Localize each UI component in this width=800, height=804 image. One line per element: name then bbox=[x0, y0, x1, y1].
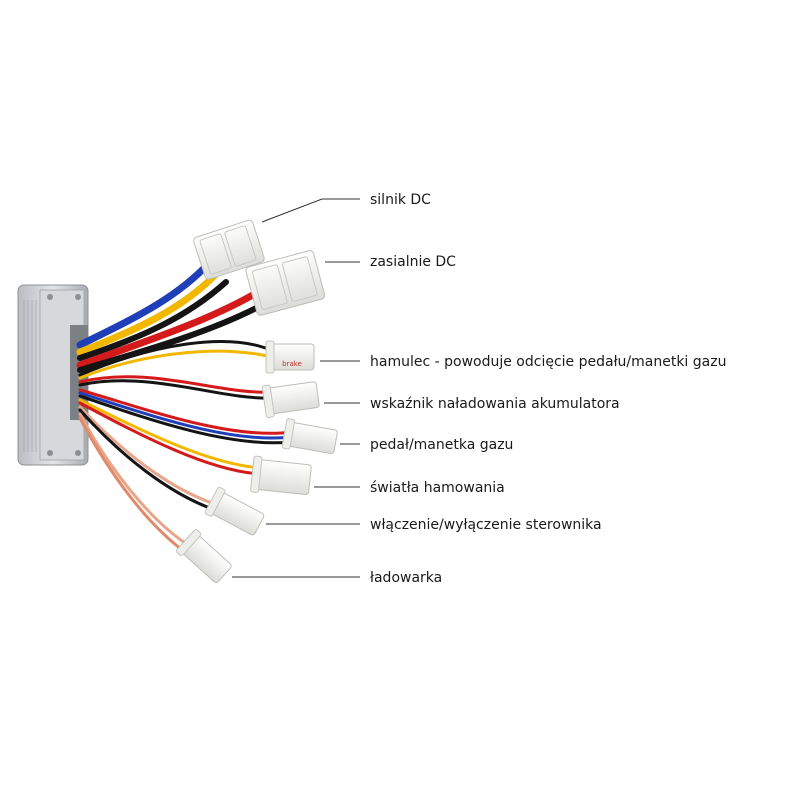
brake-connector: brake bbox=[265, 340, 315, 374]
connectors: brake bbox=[175, 219, 338, 583]
label-on-off: włączenie/wyłączenie sterownika bbox=[370, 517, 602, 533]
power-connector bbox=[245, 250, 326, 316]
label-brake: hamulec - powoduje odcięcie pedału/manet… bbox=[370, 354, 727, 370]
label-brake-lights: światła hamowania bbox=[370, 480, 505, 496]
controller-housing bbox=[17, 284, 89, 466]
wire-bundle bbox=[76, 258, 294, 554]
label-dc-motor: silnik DC bbox=[370, 192, 431, 208]
motor-connector bbox=[193, 219, 265, 280]
battery-indicator-connector bbox=[261, 381, 320, 418]
leader-lines bbox=[232, 198, 360, 578]
brake-marking: brake bbox=[282, 360, 302, 368]
leader-line-motor bbox=[261, 198, 360, 223]
on-off-connector bbox=[204, 486, 265, 536]
label-dc-power: zasialnie DC bbox=[370, 254, 456, 270]
charger-connector bbox=[175, 529, 232, 583]
brake-lights-connector bbox=[250, 455, 312, 496]
label-charger: ładowarka bbox=[370, 570, 443, 586]
label-throttle: pedał/manetka gazu bbox=[370, 437, 514, 453]
label-battery-indicator: wskaźnik naładowania akumulatora bbox=[370, 396, 620, 412]
throttle-connector bbox=[281, 418, 338, 455]
